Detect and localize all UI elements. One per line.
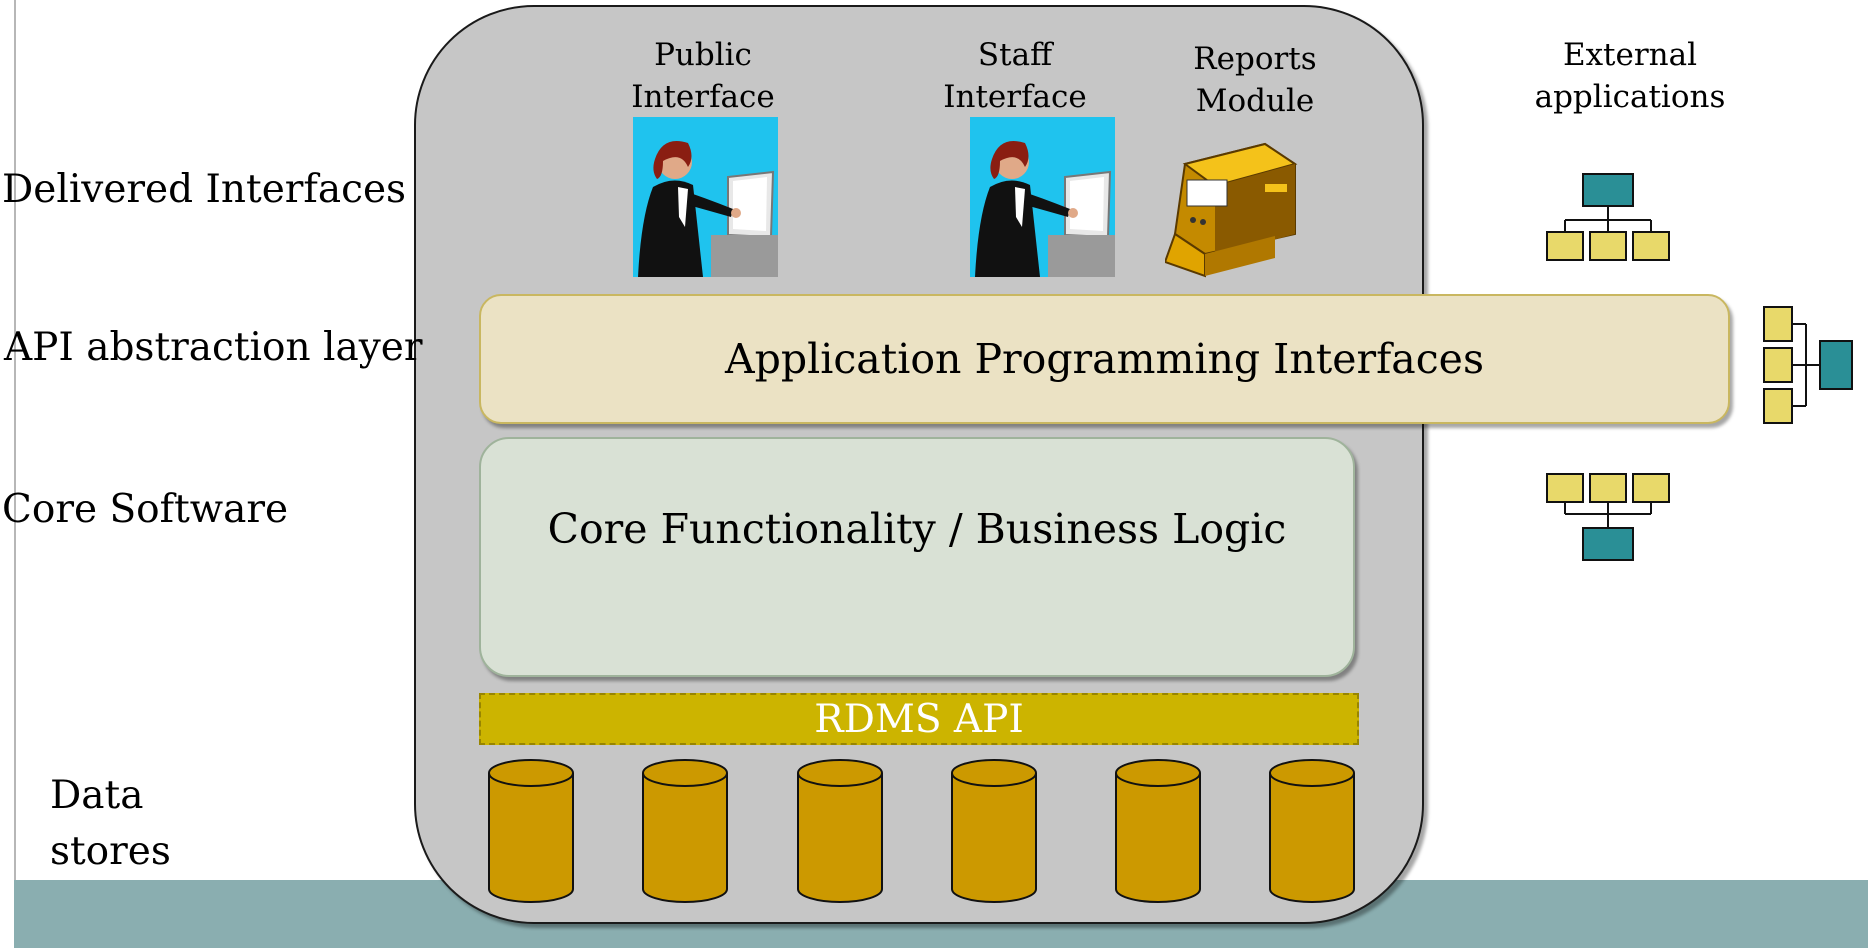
layer-label-core-software: Core Software <box>2 487 289 532</box>
left-divider-line <box>14 0 16 948</box>
layer-label-data-stores-line1: Data <box>50 773 144 818</box>
database-cylinder-icon <box>950 757 1038 909</box>
database-cylinder-icon <box>641 757 729 909</box>
rdms-api-label: RDMS API <box>814 696 1024 742</box>
database-cylinder-icon <box>487 757 575 909</box>
hierarchy-chart-icon <box>1762 305 1854 425</box>
database-cylinder-icon <box>1114 757 1202 909</box>
rdms-api-bar: RDMS API <box>479 693 1359 745</box>
user-at-computer-icon <box>970 117 1115 277</box>
api-layer-label: Application Programming Interfaces <box>725 335 1484 383</box>
printer-icon <box>1165 124 1305 284</box>
layer-label-delivered-interfaces: Delivered Interfaces <box>2 167 407 212</box>
core-functionality-box: Core Functionality / Business Logic <box>479 437 1355 677</box>
layer-label-data-stores-line2: stores <box>50 829 171 874</box>
hierarchy-chart-icon <box>1545 172 1671 264</box>
database-cylinder-icon <box>796 757 884 909</box>
hierarchy-chart-icon <box>1545 472 1671 562</box>
layer-label-api-abstraction: API abstraction layer <box>4 325 423 370</box>
api-layer-bar: Application Programming Interfaces <box>479 294 1730 424</box>
database-cylinder-icon <box>1268 757 1356 909</box>
core-functionality-label: Core Functionality / Business Logic <box>547 505 1287 553</box>
user-at-computer-icon <box>633 117 778 277</box>
